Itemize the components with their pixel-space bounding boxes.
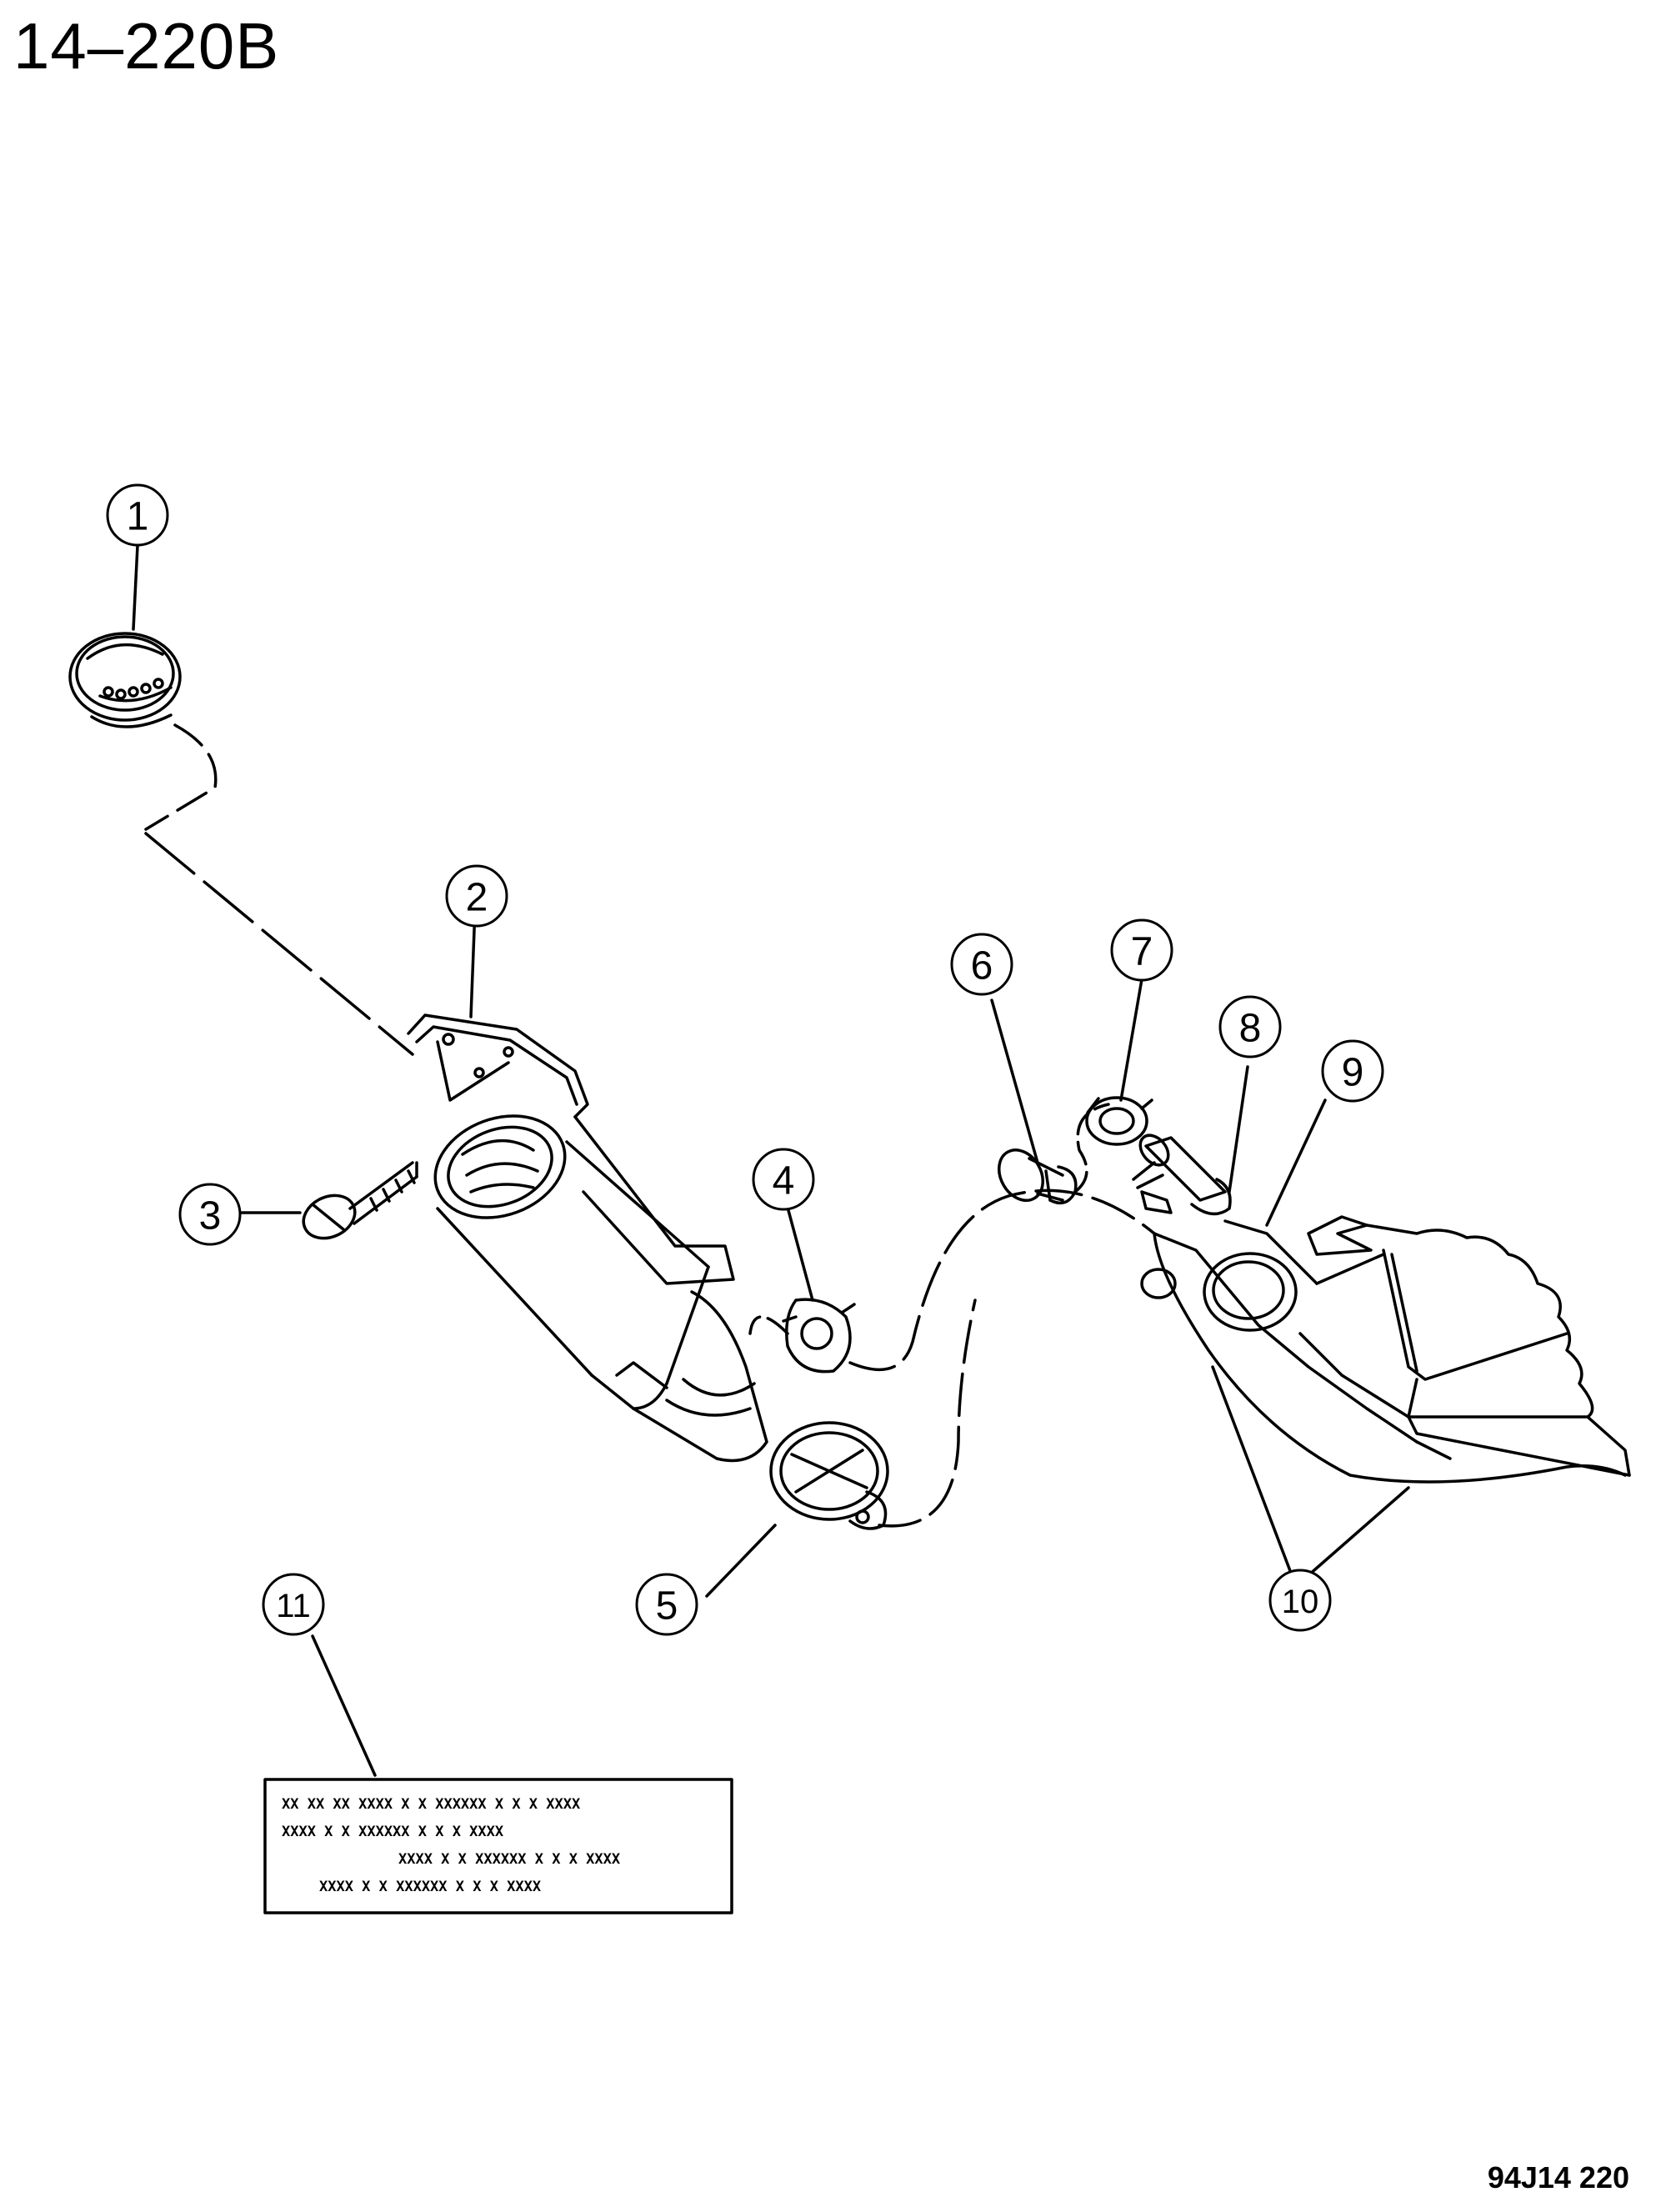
callout-number-5: 5 (656, 1584, 678, 1629)
callout-number-11: 11 (276, 1588, 311, 1624)
callout-number-3: 3 (199, 1194, 222, 1239)
callout-circle-7 (1110, 918, 1173, 982)
callout-number-1: 1 (127, 495, 149, 539)
label-card-line-4: XXXX X X XXXXXX X X X XXXX (319, 1879, 542, 1895)
leader-lines (132, 544, 1410, 1777)
label-card (263, 1778, 733, 1914)
callout-circle-2 (445, 864, 508, 928)
callout-circle-3 (178, 1183, 242, 1246)
callout-circle-11 (262, 1573, 325, 1636)
page-code: 14–220B (13, 9, 280, 83)
fuel-tank-part-10 (1140, 1215, 1631, 1484)
label-card-line-3: XXXX X X XXXXXX X X X XXXX (398, 1851, 621, 1868)
callout-number-8: 8 (1239, 1007, 1262, 1051)
callout-circle-4 (752, 1148, 815, 1211)
callout-circle-9 (1321, 1039, 1384, 1103)
callout-circle-10 (1268, 1569, 1332, 1632)
clamp-part-5 (769, 1421, 889, 1530)
callout-circle-1 (106, 483, 169, 547)
callout-number-6: 6 (971, 944, 993, 988)
callout-number-4: 4 (773, 1159, 795, 1204)
filler-neck-part-2 (407, 1013, 768, 1463)
callout-circle-8 (1218, 995, 1282, 1058)
callout-number-9: 9 (1342, 1051, 1364, 1095)
fuel-cap-part-1 (68, 632, 182, 728)
tube-part-8 (1132, 1134, 1232, 1216)
callout-circle-5 (635, 1573, 698, 1636)
callout-circle-6 (950, 933, 1013, 996)
clip-part-4 (782, 1298, 856, 1374)
reference-code: 94J14 220 (1487, 2160, 1629, 2194)
screw-part-3 (302, 1161, 418, 1240)
grommet-part-7 (1085, 1096, 1153, 1146)
label-card-line-1: XX XX XX XXXX X X XXXXXX X X X XXXX (282, 1796, 581, 1813)
callout-number-2: 2 (466, 876, 488, 920)
fitting-part-6 (998, 1149, 1078, 1205)
callout-number-10: 10 (1282, 1584, 1319, 1620)
callout-number-7: 7 (1131, 930, 1153, 974)
label-card-line-2: XXXX X X XXXXXX X X X XXXX (282, 1824, 504, 1840)
